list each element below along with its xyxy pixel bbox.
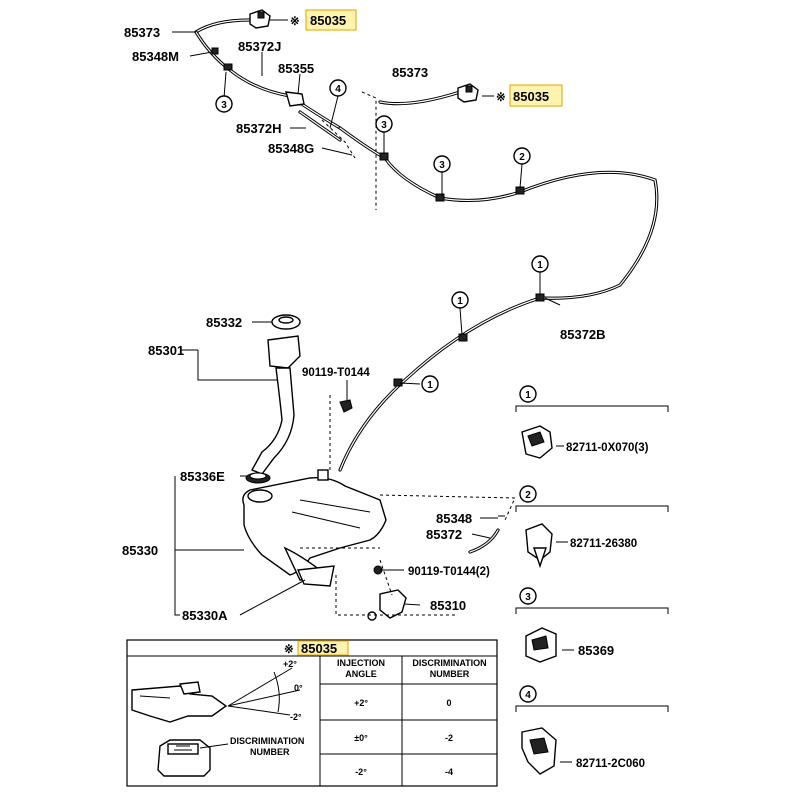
- disc-label-2: NUMBER: [250, 747, 290, 757]
- label-85348G: 85348G: [268, 141, 314, 156]
- circled-refs: 3 4 3 3 2 1 1 1: [215, 79, 549, 393]
- svg-text:1: 1: [427, 380, 433, 391]
- label-85348M: 85348M: [132, 49, 179, 64]
- angle-mark-minus: -2°: [290, 712, 302, 722]
- table-title-highlight: [297, 640, 349, 656]
- label-85372: 85372: [426, 527, 462, 542]
- dashed-guides: [300, 91, 516, 616]
- injection-angle-table: ※ 85035 INJECTION ANGLE DISCRIMINATION N…: [126, 639, 498, 787]
- ref-circle: 1: [451, 291, 469, 309]
- mark: ※: [290, 15, 300, 28]
- label-85035: 85035: [310, 13, 346, 28]
- header-discrimination-number: DISCRIMINATION NUMBER: [412, 658, 486, 679]
- washer-tank-85330: [242, 469, 387, 581]
- ref-circle: 3: [215, 95, 233, 113]
- ref-circle: 4: [329, 79, 347, 97]
- svg-text:1: 1: [457, 296, 463, 307]
- legend-part-1: 82711-0X070(3): [566, 442, 649, 454]
- svg-text:3: 3: [381, 120, 387, 131]
- ref-circle: 1: [531, 255, 549, 273]
- ref-circle: 3: [433, 155, 451, 173]
- angle-mark-zero: 0°: [294, 683, 303, 693]
- legend-item-3: 3 85369: [515, 587, 669, 663]
- bracket-85330A: [296, 565, 335, 587]
- label-85336E: 85336E: [180, 469, 225, 484]
- svg-text:2: 2: [525, 490, 531, 501]
- label-90119-T0144: 90119-T0144: [302, 367, 370, 379]
- label-85035-right: 85035: [513, 89, 549, 104]
- svg-text:3: 3: [525, 592, 531, 603]
- legend-item-1: 1 82711-0X070(3): [515, 385, 669, 459]
- mark: ※: [496, 91, 506, 104]
- nozzle-sketch: +2° 0° -2° DISCRIMINATION NUMBER: [131, 659, 304, 777]
- part-labels: 85373 ※ 85035 85348M 85372J 85355 85373 …: [122, 9, 606, 623]
- label-85373-right: 85373: [392, 65, 428, 80]
- highlight-85035: [305, 9, 357, 31]
- label-85332: 85332: [206, 315, 242, 330]
- legend-part-3: 85369: [578, 643, 614, 658]
- label-85373: 85373: [124, 25, 160, 40]
- svg-text:1: 1: [537, 260, 543, 271]
- grommet-85336E: [245, 472, 271, 484]
- legend-part-2: 82711-26380: [570, 538, 637, 550]
- nozzle-85035-left: [249, 9, 271, 29]
- washer-hose-assembly: [194, 18, 659, 554]
- filler-cap-85332: [271, 314, 301, 330]
- row-angle: ±0°: [354, 733, 368, 743]
- table-mark: ※: [284, 643, 294, 656]
- legend-item-2: 2 82711-26380: [515, 485, 669, 569]
- label-85330: 85330: [122, 543, 158, 558]
- angle-mark-plus: +2°: [283, 659, 297, 669]
- ref-circle: 2: [513, 147, 531, 165]
- washer-motor-85310: [367, 589, 407, 621]
- highlight-85035-right: [509, 84, 563, 107]
- header-injection-angle: INJECTION ANGLE: [337, 658, 385, 679]
- svg-text:3: 3: [221, 100, 227, 111]
- svg-text:4: 4: [335, 84, 341, 95]
- row-angle: -2°: [355, 767, 367, 777]
- row-number: -2: [445, 733, 453, 743]
- leader-lines: [172, 19, 561, 616]
- legend-part-4: 82711-2C060: [576, 758, 645, 770]
- label-85348: 85348: [436, 511, 472, 526]
- label-85372H: 85372H: [236, 121, 282, 136]
- label-85301: 85301: [148, 343, 184, 358]
- ref-circle: 3: [375, 115, 393, 133]
- label-85310: 85310: [430, 598, 466, 613]
- label-85372B: 85372B: [560, 327, 606, 342]
- row-angle: +2°: [354, 698, 368, 708]
- clip-legend: 1 82711-0X070(3) 2 82711-26380 3 85369: [515, 385, 669, 775]
- svg-text:2: 2: [519, 152, 525, 163]
- disc-label-1: DISCRIMINATION: [230, 736, 304, 746]
- ref-circle: 1: [421, 375, 439, 393]
- svg-text:1: 1: [525, 390, 531, 401]
- svg-text:4: 4: [525, 690, 531, 701]
- row-number: -4: [445, 767, 453, 777]
- clip-85355: [285, 91, 305, 107]
- nozzle-85035-right: [457, 83, 479, 103]
- label-85330A: 85330A: [182, 608, 228, 623]
- row-number: 0: [446, 698, 451, 708]
- filler-neck-85301: [251, 335, 301, 475]
- table-title: 85035: [301, 641, 337, 656]
- label-90119-T0144-2: 90119-T0144(2): [408, 566, 490, 578]
- legend-item-4: 4 82711-2C060: [515, 685, 669, 775]
- label-85355: 85355: [278, 61, 314, 76]
- svg-text:3: 3: [439, 160, 445, 171]
- label-85372J: 85372J: [238, 39, 281, 54]
